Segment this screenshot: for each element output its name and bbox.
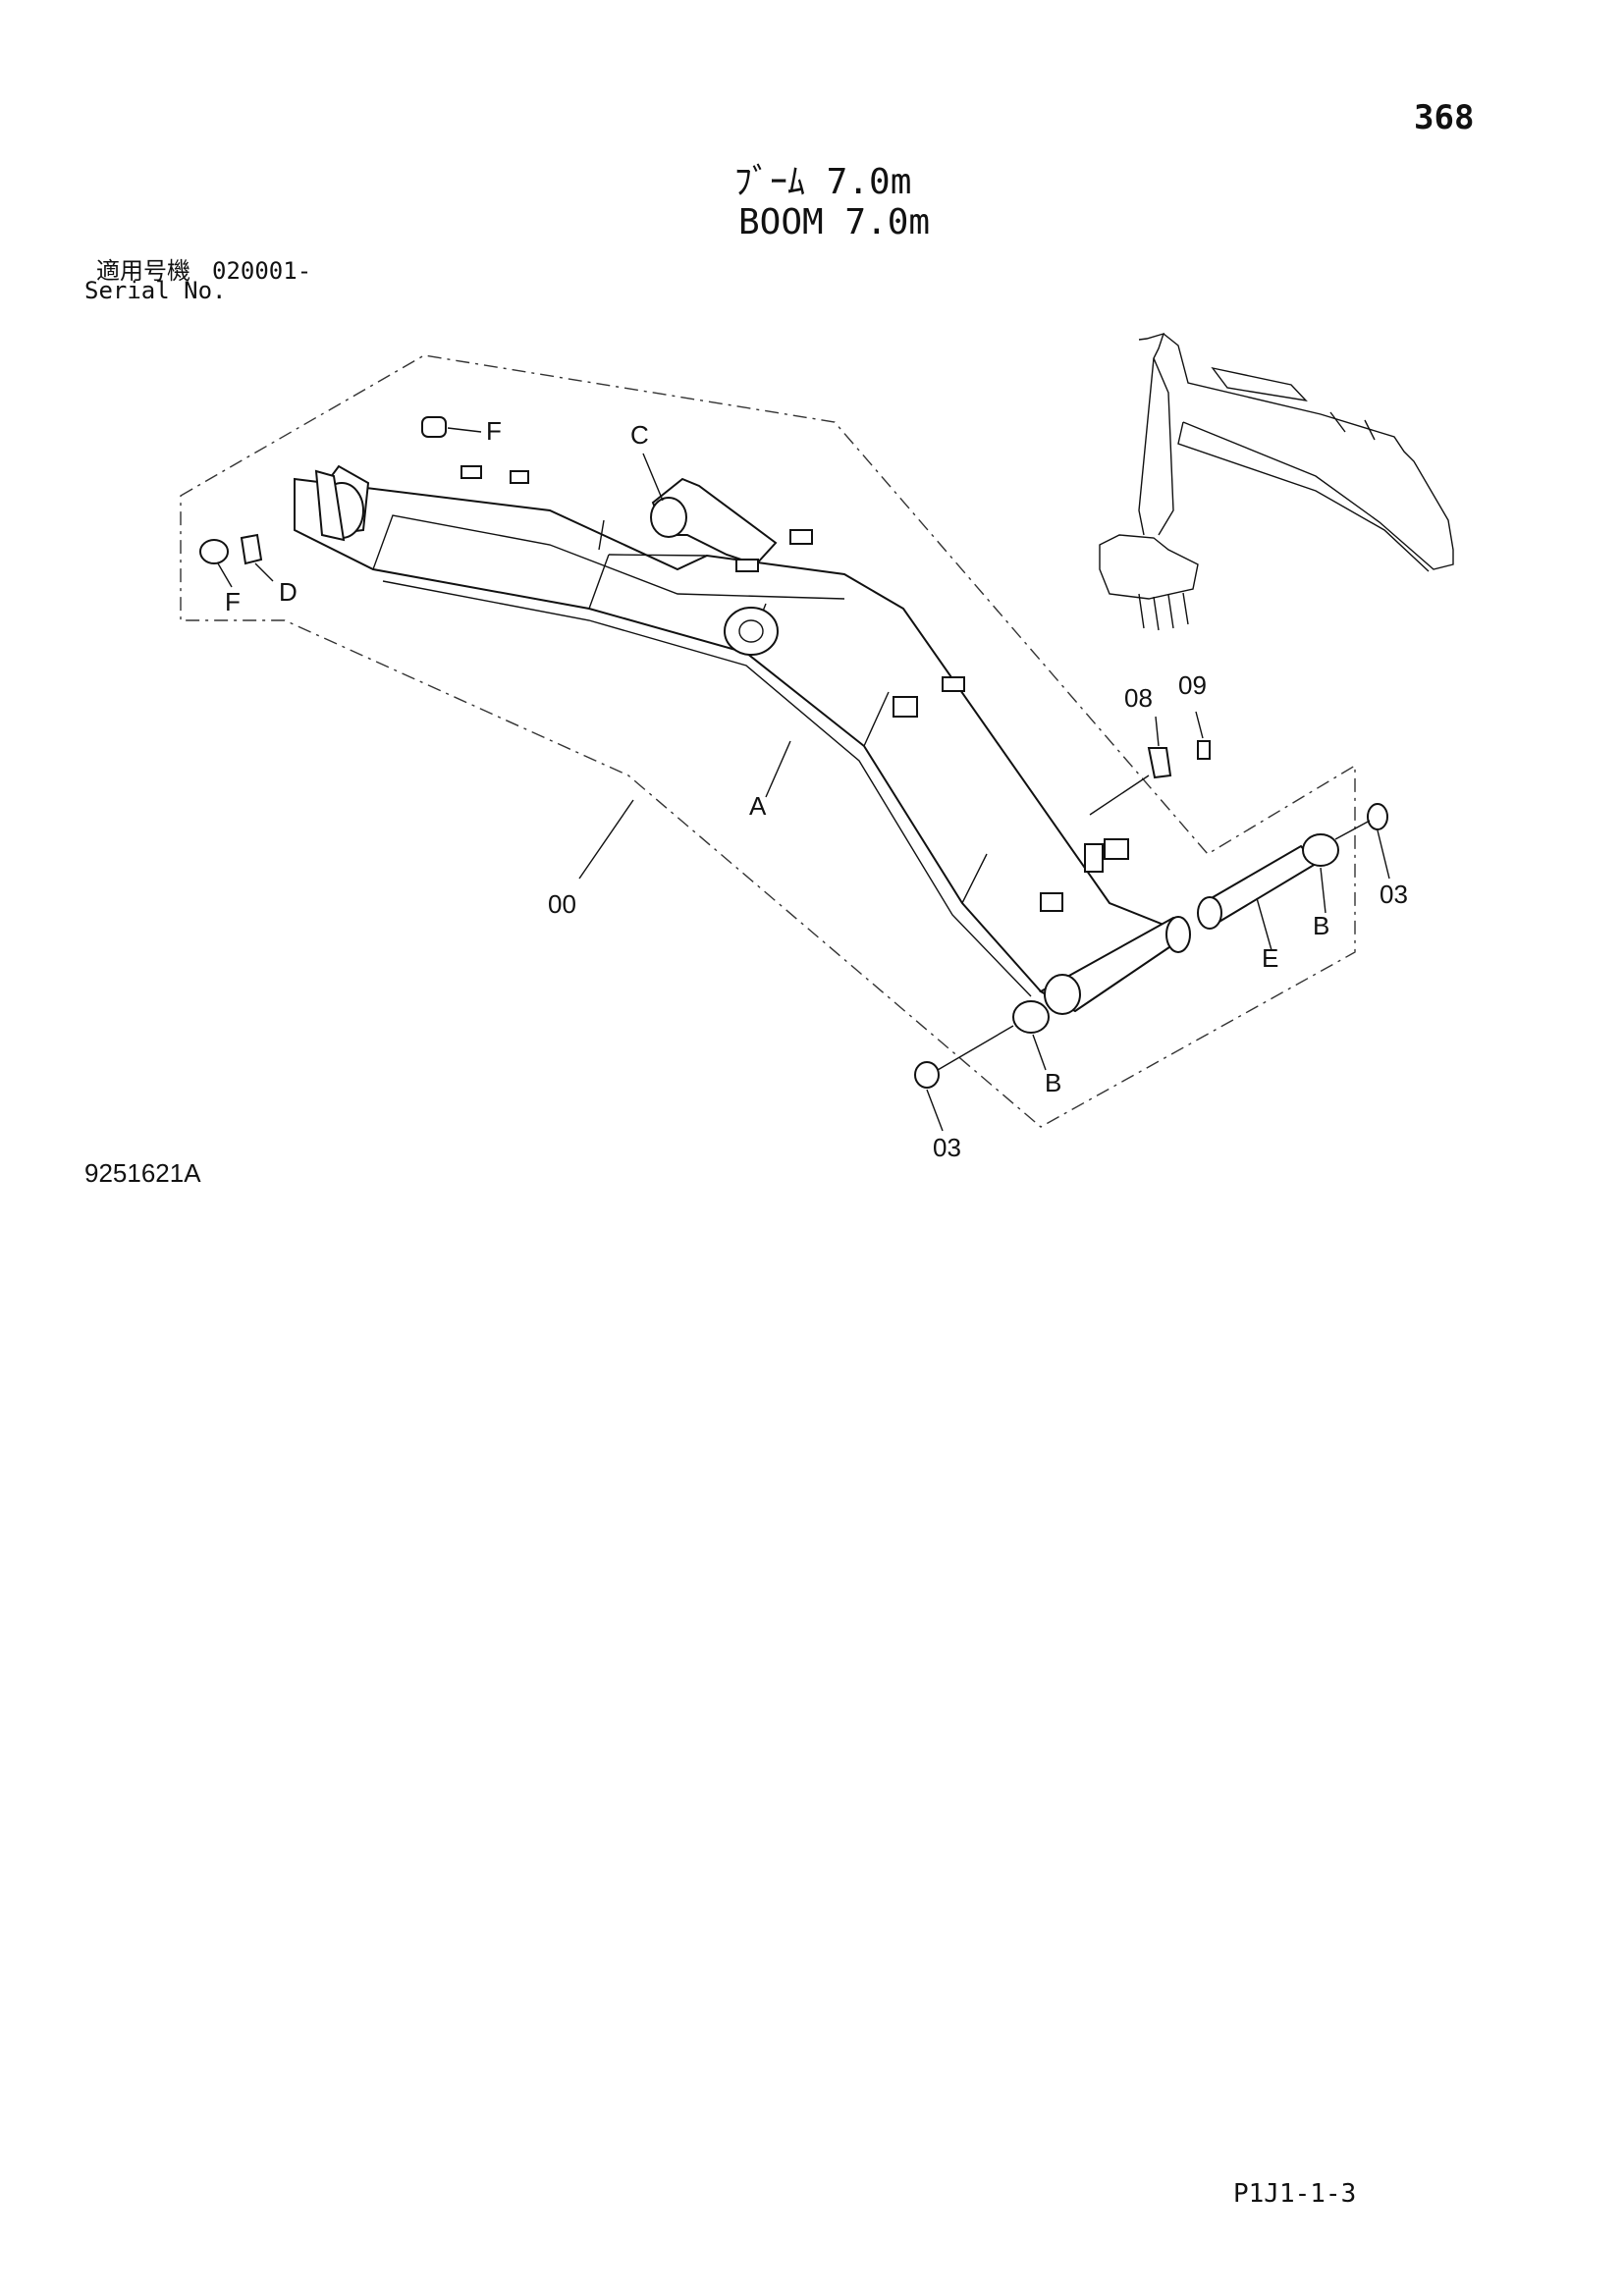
leader-a xyxy=(765,740,791,798)
leader-c xyxy=(642,453,664,502)
title-japanese: ﾌﾞｰﾑ 7.0m xyxy=(734,162,912,202)
callout-b-bottom: B xyxy=(1045,1068,1061,1097)
callout-f-left: F xyxy=(225,587,241,616)
callout-03-bottom: 03 xyxy=(933,1133,961,1162)
callout-d: D xyxy=(279,577,298,607)
part-e-pin xyxy=(1197,844,1318,951)
leader-assembly xyxy=(578,799,634,880)
callout-c: C xyxy=(630,420,649,450)
part-d xyxy=(240,533,274,582)
callout-assembly-00: 00 xyxy=(548,889,576,919)
part-b-bottom xyxy=(1012,1000,1050,1071)
callout-a: A xyxy=(749,791,767,821)
page-code: P1J1-1-3 xyxy=(1233,2179,1357,2209)
part-08-plate xyxy=(1147,716,1172,779)
title-english: BOOM 7.0m xyxy=(738,202,931,242)
callout-08: 08 xyxy=(1124,683,1153,713)
leader-08-to-boom xyxy=(1089,774,1150,816)
callout-e: E xyxy=(1262,943,1278,973)
assembly-boundary xyxy=(180,354,1356,1128)
boom-body xyxy=(294,464,1191,1015)
part-03-bottom xyxy=(914,1025,1014,1132)
excavator-inset-drawing xyxy=(1099,332,1454,631)
page-number: 368 xyxy=(1414,98,1475,137)
drawing-number: 9251621A xyxy=(84,1158,201,1188)
serial-label-japanese: 適用号機 020001- xyxy=(96,251,311,286)
callout-b-right: B xyxy=(1313,911,1329,940)
part-f-top xyxy=(421,416,482,438)
serial-label-jp-text: 適用号機 xyxy=(96,257,190,285)
serial-range: 020001- xyxy=(212,257,312,285)
part-f-left xyxy=(199,539,233,588)
callout-09: 09 xyxy=(1178,670,1207,700)
part-b-right xyxy=(1302,833,1339,914)
part-03-right xyxy=(1334,803,1390,880)
callout-f-top: F xyxy=(486,416,502,446)
part-09-bolt xyxy=(1195,711,1211,760)
serial-label-english: Serial No. xyxy=(84,277,227,304)
callout-03-right: 03 xyxy=(1380,880,1408,909)
